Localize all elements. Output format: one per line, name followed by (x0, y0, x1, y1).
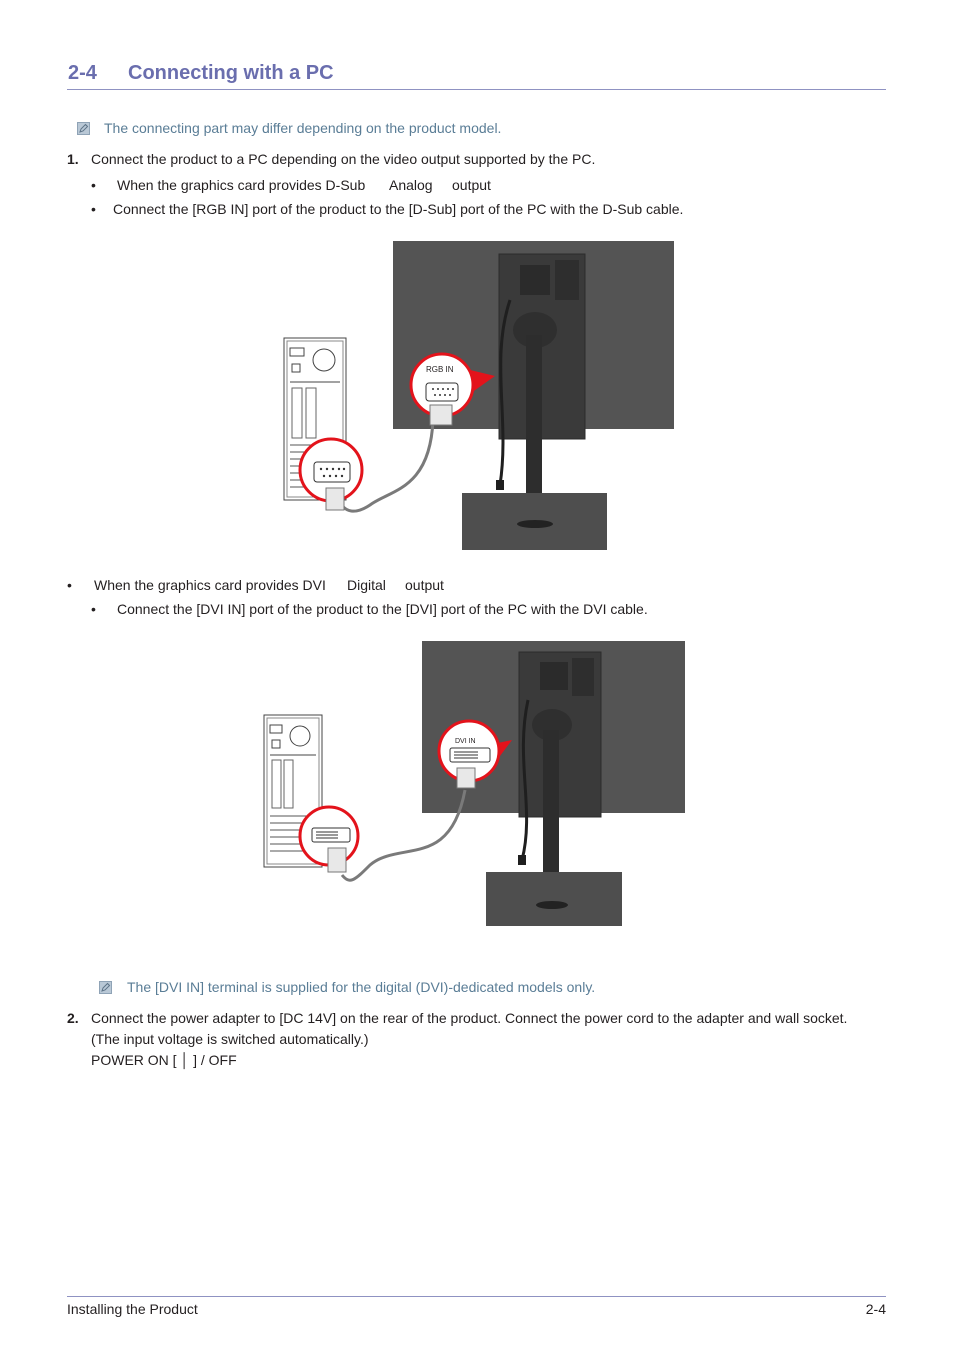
section-title-text: Connecting with a PC (128, 62, 334, 84)
dsub-heading-a: When the graphics card provides D-Sub (117, 177, 366, 193)
section-title: 2-4 Connecting with a PC (68, 62, 334, 85)
section-number: 2-4 (68, 62, 97, 84)
footer-divider (67, 1296, 886, 1297)
dvi-heading-c: output (405, 577, 444, 593)
title-divider (67, 89, 886, 90)
footer-chapter: Installing the Product (67, 1301, 198, 1317)
bullet: • (67, 577, 72, 593)
dsub-connection-illustration (283, 241, 674, 550)
dvi-connection-illustration (263, 641, 685, 926)
dsub-instruction: Connect the [RGB IN] port of the product… (113, 201, 684, 217)
note-icon (77, 122, 90, 135)
step-number: 1. (67, 151, 79, 167)
step-text: Connect the product to a PC depending on… (91, 151, 596, 167)
step-number: 2. (67, 1010, 79, 1026)
note-icon (99, 981, 112, 994)
dsub-heading-c: output (452, 177, 491, 193)
bullet: • (91, 601, 96, 617)
dvi-heading-a: When the graphics card provides DVI (94, 577, 326, 593)
dvi-heading-b: Digital (347, 577, 386, 593)
dvi-instruction: Connect the [DVI IN] port of the product… (117, 601, 648, 617)
bullet: • (91, 177, 96, 193)
rgb-in-label: RGB IN (426, 365, 454, 374)
step-text: (The input voltage is switched automatic… (91, 1031, 369, 1047)
note-text: The [DVI IN] terminal is supplied for th… (127, 979, 596, 995)
note-text: The connecting part may differ depending… (104, 120, 502, 136)
dvi-in-label: DVI IN (455, 738, 476, 745)
page-number: 2-4 (865, 1301, 886, 1317)
bullet: • (91, 201, 96, 217)
dsub-heading-b: Analog (389, 177, 433, 193)
step-text: Connect the power adapter to [DC 14V] on… (91, 1010, 848, 1026)
step-text: POWER ON [ │ ] / OFF (91, 1052, 237, 1068)
